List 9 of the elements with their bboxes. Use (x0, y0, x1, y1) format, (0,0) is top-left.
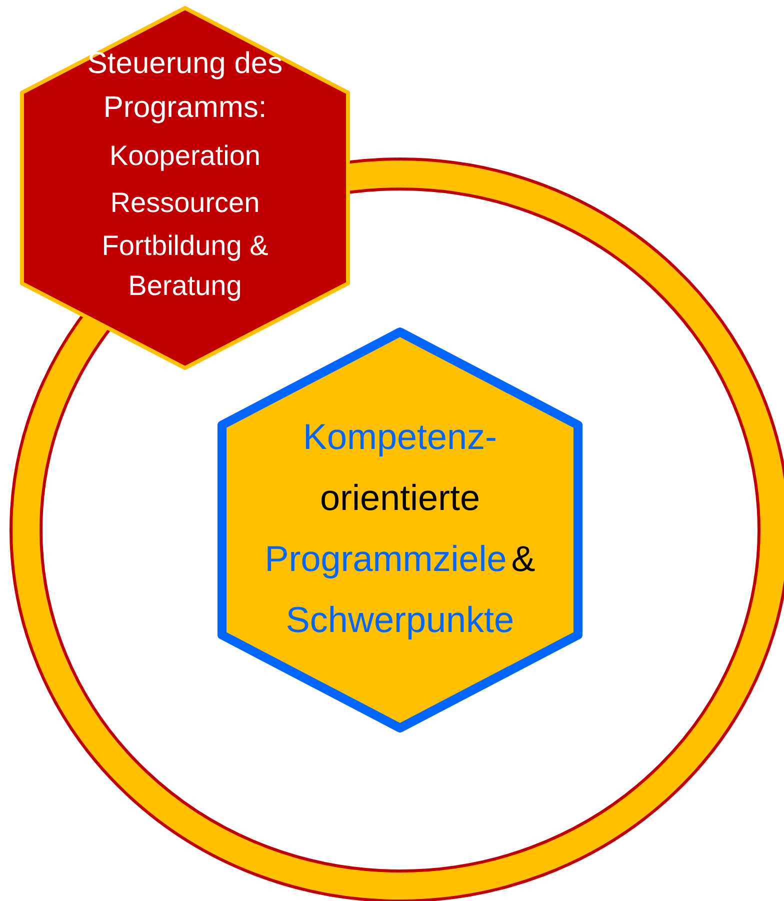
list-item: Ressourcen (109, 186, 261, 220)
core-text: Schwerpunkte (286, 599, 514, 640)
list-item: Kooperation (108, 139, 262, 173)
core-text: Kompetenz- (302, 416, 498, 457)
heading: Steuerung des Programms: (86, 46, 284, 126)
list-item: Fortbildung & Beratung (100, 229, 270, 303)
core-text: & (511, 538, 536, 579)
core-text: Programmziele (264, 538, 507, 579)
core-text: orientierte (320, 477, 480, 518)
